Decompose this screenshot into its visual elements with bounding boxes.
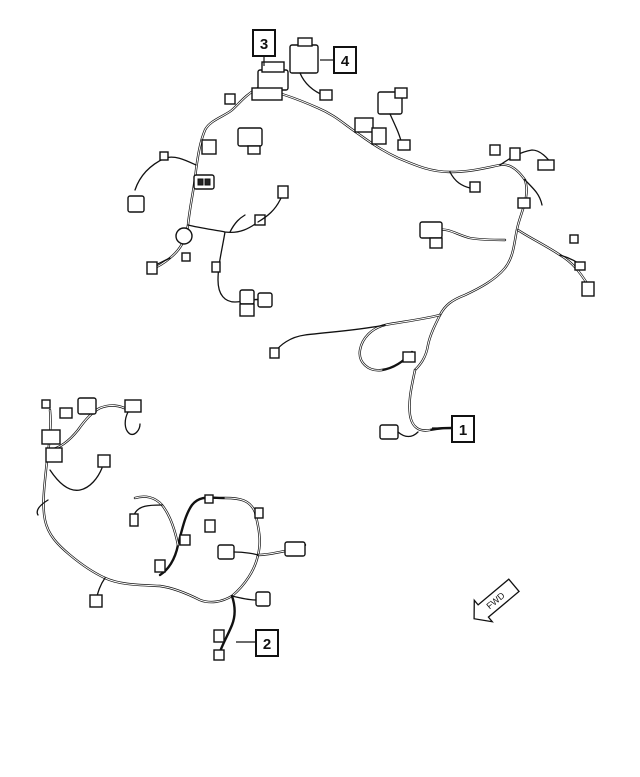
callout-1: 1: [432, 415, 475, 443]
connector-left-loop: [269, 347, 280, 359]
callout-3: 3: [252, 29, 276, 66]
callout-2-label: 2: [263, 636, 271, 653]
callout-4-label: 4: [341, 53, 350, 70]
connector-far-left: [127, 195, 145, 213]
connector-upper-left: [237, 127, 263, 147]
fuse-block: [289, 44, 319, 74]
callout-4: 4: [320, 46, 357, 74]
connector-main-end: [379, 424, 399, 440]
callout-2: 2: [236, 629, 279, 657]
upper-harness: [127, 37, 595, 440]
lower-harness: [36, 397, 307, 661]
relay-block: [257, 69, 289, 91]
callout-3-label: 3: [260, 36, 268, 53]
grommet: [175, 227, 193, 245]
fwd-direction-arrow-icon: FWD: [473, 578, 520, 623]
callout-1-label: 1: [459, 422, 467, 439]
connector-lower-top: [77, 397, 97, 415]
connector-lower-end: [213, 649, 225, 661]
connector-mid-right: [419, 221, 443, 239]
